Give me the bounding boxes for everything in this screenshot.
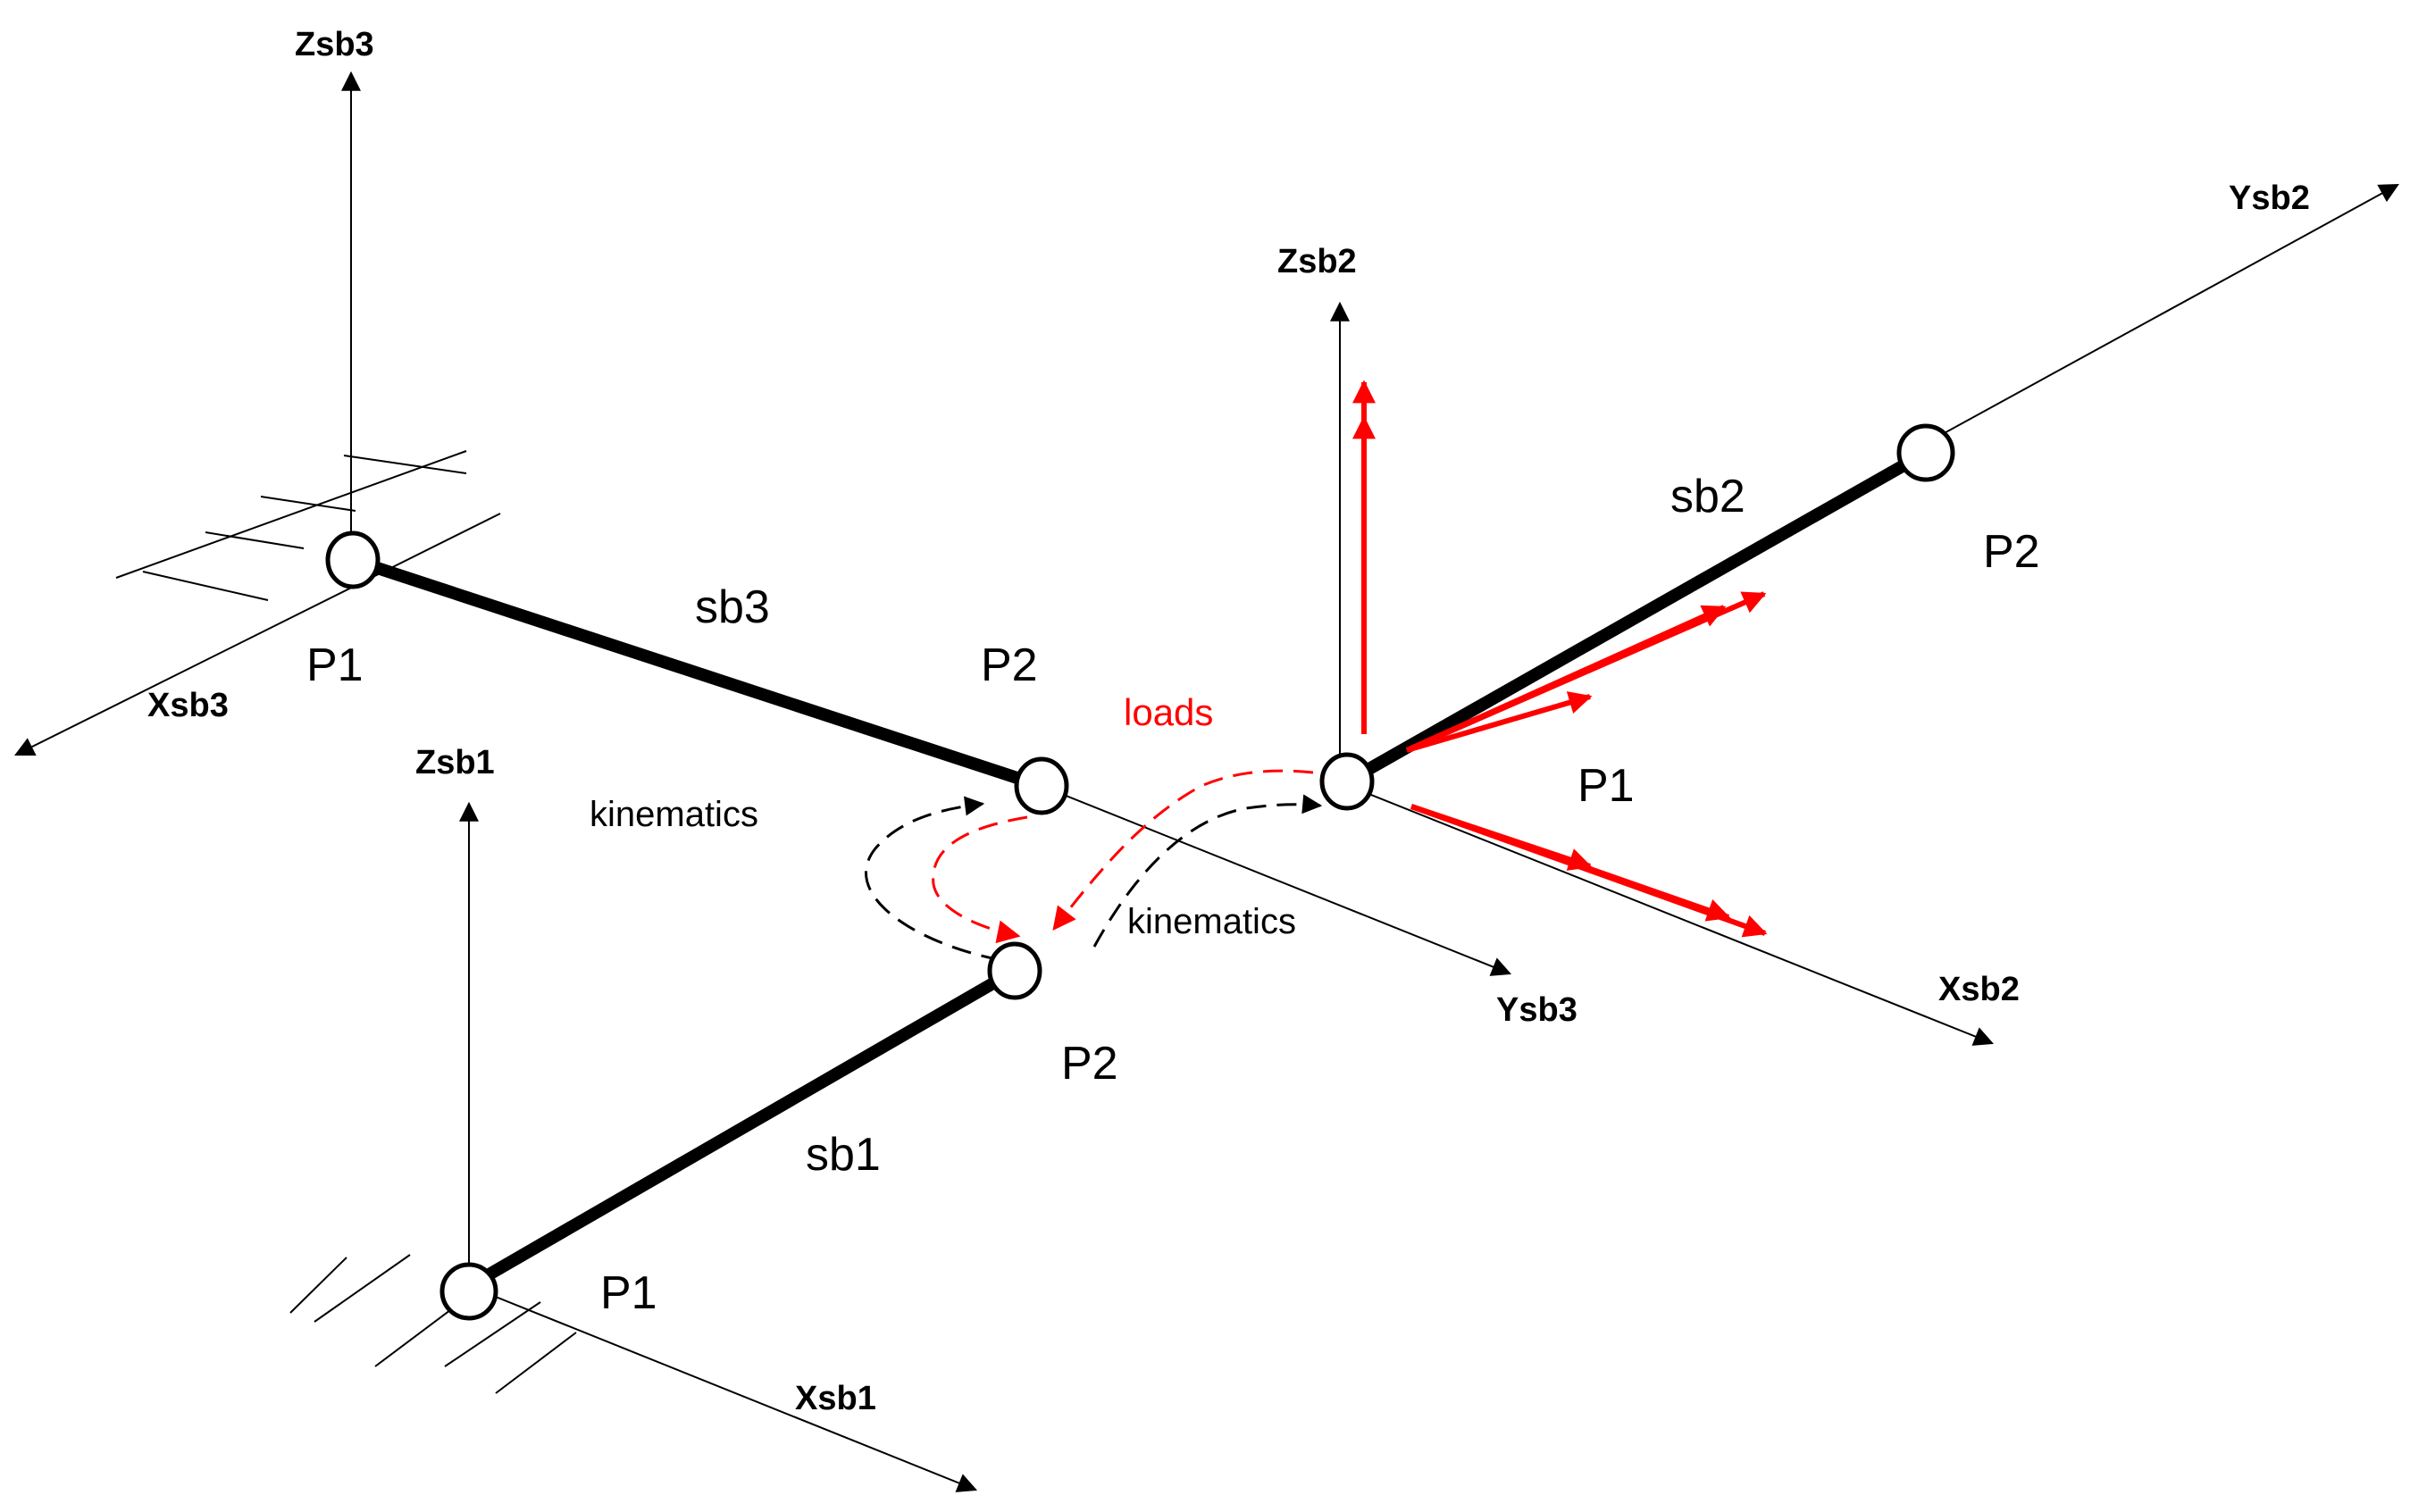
axis-xsb1 (468, 1285, 978, 1492)
axis-ysb3 (1041, 785, 1512, 976)
label-sb2-p1: P1 (1577, 760, 1635, 812)
label-kinematics-left: kinematics (590, 795, 758, 834)
kinematics-arrow-right (1092, 794, 1323, 948)
label-zsb2: Zsb2 (1277, 243, 1357, 280)
axis-xsb2 (1348, 785, 1995, 1046)
joint-sb3-p2 (1014, 756, 1069, 815)
label-sb2-p2: P2 (1983, 526, 2040, 578)
label-ysb3: Ysb3 (1496, 991, 1577, 1029)
load-vectors (1352, 380, 1768, 938)
label-xsb3: Xsb3 (147, 687, 229, 724)
axis-ysb2 (1911, 183, 2399, 452)
loads-arrow-left (932, 815, 1028, 944)
ground-support-sb3 (115, 450, 467, 601)
label-zsb1: Zsb1 (415, 744, 495, 781)
label-kinematics-right: kinematics (1127, 902, 1296, 941)
label-sb3-p1: P1 (306, 639, 364, 691)
ground-support-sb1 (289, 1254, 577, 1394)
link-sb3 (350, 554, 1044, 792)
kinematics-arrow-left (864, 796, 1001, 962)
label-sb3-p2: P2 (981, 639, 1038, 691)
label-zsb3: Zsb3 (295, 26, 374, 63)
joint-sb1-p1 (439, 1262, 498, 1321)
label-sb1: sb1 (806, 1129, 881, 1181)
link-sb1 (465, 965, 1018, 1292)
label-sb3: sb3 (695, 581, 770, 633)
axis-xsb3 (14, 513, 501, 756)
joint-sb3-p1 (325, 530, 381, 589)
label-ysb2: Ysb2 (2229, 180, 2310, 217)
label-sb1-p2: P2 (1061, 1038, 1118, 1090)
label-loads: loads (1124, 691, 1213, 733)
axes (14, 71, 2399, 1492)
joint-sb2-p1 (1319, 752, 1375, 811)
label-xsb2: Xsb2 (1938, 971, 2020, 1008)
joint-sb2-p2 (1896, 423, 1955, 482)
label-xsb1: Xsb1 (795, 1380, 876, 1417)
joint-sb1-p2 (987, 941, 1042, 1000)
label-sb1-p1: P1 (600, 1267, 657, 1319)
link-sb2 (1343, 447, 1929, 788)
loads-arrow-right (1052, 769, 1314, 931)
label-sb2: sb2 (1670, 471, 1745, 522)
